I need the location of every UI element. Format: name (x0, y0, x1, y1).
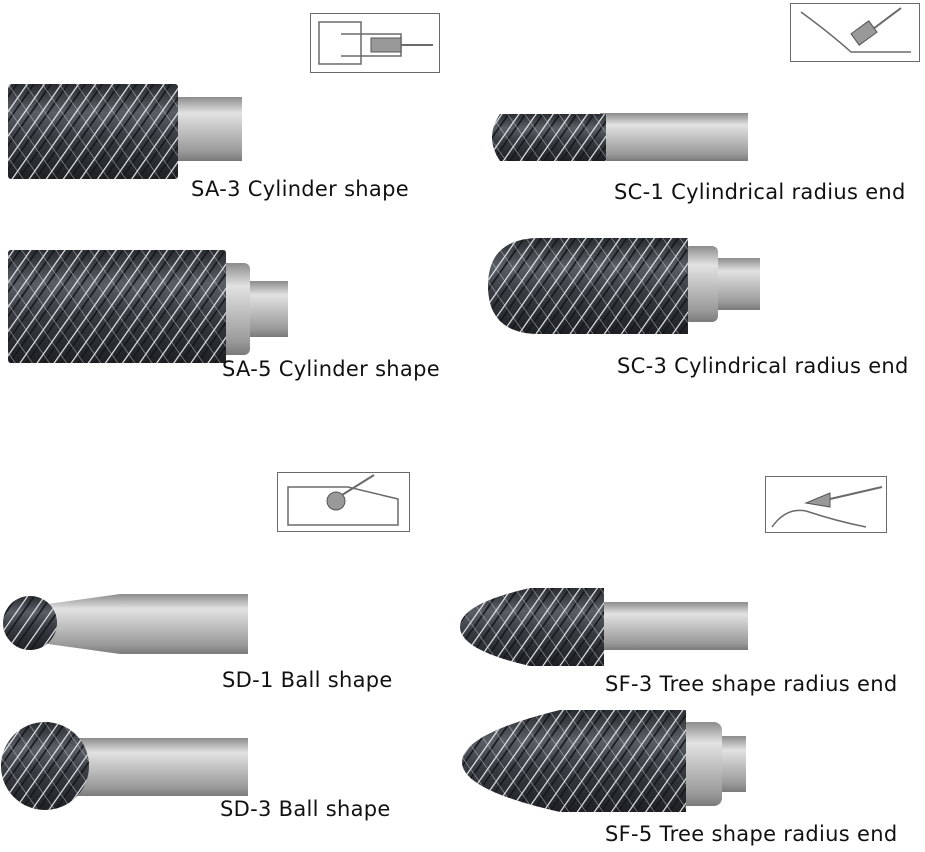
sf3-label: SF-3 Tree shape radius end (605, 672, 898, 696)
sd3-burr-image (1, 722, 248, 810)
sd1-label: SD-1 Ball shape (222, 668, 393, 692)
sa5-label: SA-5 Cylinder shape (222, 357, 440, 381)
sa-usage-diagram (310, 13, 440, 73)
sf3-burr-image (460, 588, 748, 666)
sc3-label: SC-3 Cylindrical radius end (617, 354, 909, 378)
sa3-burr-image (8, 84, 242, 179)
sf5-burr-image (462, 710, 746, 812)
sf5-label: SF-5 Tree shape radius end (605, 822, 898, 846)
sc3-burr-image (488, 238, 760, 334)
sc1-label: SC-1 Cylindrical radius end (614, 180, 906, 204)
sf-usage-diagram (765, 476, 887, 533)
sd1-burr-image (3, 594, 248, 654)
sa5-burr-image (8, 250, 288, 363)
sd3-label: SD-3 Ball shape (220, 797, 391, 821)
sd-usage-diagram (277, 472, 410, 532)
sc1-burr-image (492, 113, 748, 161)
sa3-label: SA-3 Cylinder shape (191, 177, 409, 201)
sc-usage-diagram (790, 3, 920, 62)
